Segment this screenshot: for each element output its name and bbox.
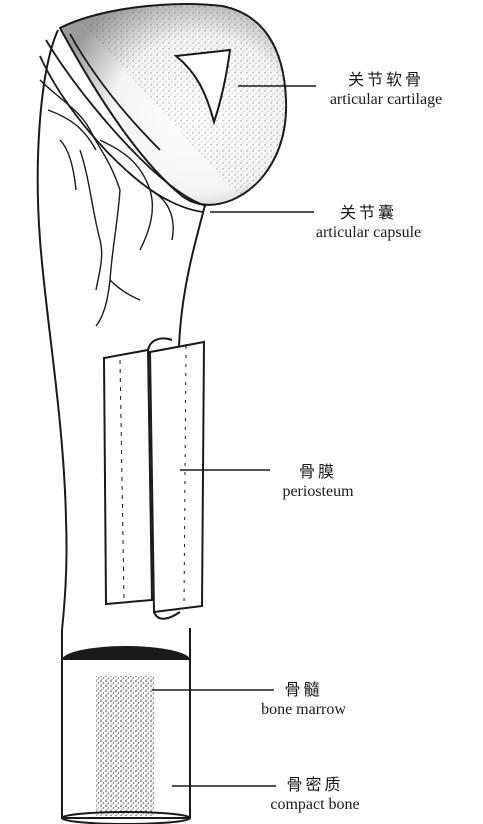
periosteum-en: periosteum	[258, 482, 378, 502]
articular-cartilage-zh: 关节软骨	[296, 70, 476, 90]
compact-bone-en: compact bone	[240, 795, 390, 815]
articular-cartilage-en: articular cartilage	[296, 90, 476, 110]
bone-marrow-zh: 骨髓	[236, 680, 371, 700]
cut-section	[62, 646, 190, 824]
periosteum-zh: 骨膜	[258, 462, 378, 482]
compact-bone-zh: 骨密质	[240, 775, 390, 795]
articular-capsule-label: 关节囊 articular capsule	[286, 203, 451, 243]
periosteum-flaps	[104, 338, 204, 618]
bone-head	[60, 4, 286, 205]
periosteum-label: 骨膜 periosteum	[258, 462, 378, 502]
bone-marrow-en: bone marrow	[236, 700, 371, 720]
bone-marrow-label: 骨髓 bone marrow	[236, 680, 371, 720]
articular-capsule-en: articular capsule	[286, 223, 451, 243]
articular-capsule-zh: 关节囊	[286, 203, 451, 223]
articular-cartilage-label: 关节软骨 articular cartilage	[296, 70, 476, 110]
compact-bone-label: 骨密质 compact bone	[240, 775, 390, 815]
